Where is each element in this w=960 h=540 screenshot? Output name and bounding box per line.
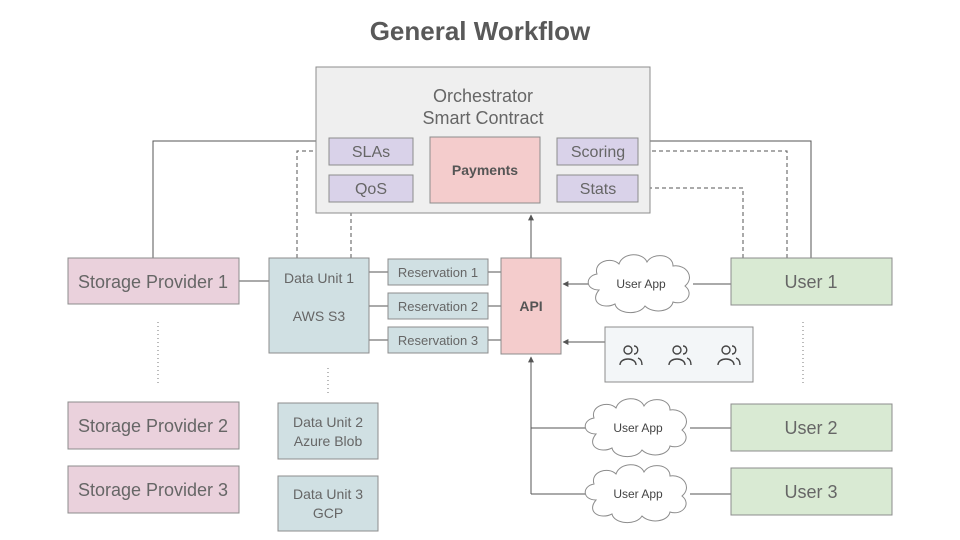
data-unit-3: Data Unit 3 GCP — [277, 475, 379, 532]
svg-text:AWS S3: AWS S3 — [293, 308, 346, 324]
svg-text:API: API — [519, 298, 542, 314]
stats-box: Stats — [556, 174, 639, 203]
svg-text:Stats: Stats — [580, 181, 616, 198]
user-app-cloud-2: User App — [584, 398, 687, 457]
qos-box: QoS — [328, 174, 414, 203]
svg-text:Data Unit 1: Data Unit 1 — [284, 270, 354, 286]
svg-text:Reservation 3: Reservation 3 — [398, 333, 478, 348]
reservation-1: Reservation 1 — [387, 258, 489, 286]
storage-provider-3: Storage Provider 3 — [67, 465, 240, 514]
reservation-2: Reservation 2 — [387, 292, 489, 320]
svg-text:User 3: User 3 — [784, 482, 837, 502]
orchestrator-label: Orchestrator — [433, 86, 533, 106]
svg-text:Reservation 1: Reservation 1 — [398, 265, 478, 280]
svg-text:Reservation 2: Reservation 2 — [398, 299, 478, 314]
user-app-cloud-3: User App — [584, 464, 687, 523]
svg-text:Scoring: Scoring — [571, 144, 625, 161]
svg-text:Storage Provider 1: Storage Provider 1 — [78, 272, 228, 292]
data-unit-2: Data Unit 2 Azure Blob — [277, 402, 379, 460]
svg-text:Storage Provider 2: Storage Provider 2 — [78, 416, 228, 436]
svg-text:User App: User App — [616, 277, 666, 291]
svg-text:User App: User App — [613, 487, 663, 501]
svg-text:Payments: Payments — [452, 162, 518, 178]
user-app-cloud-1: User App — [587, 254, 690, 313]
svg-text:User 1: User 1 — [784, 272, 837, 292]
api-box: API — [500, 257, 562, 355]
svg-text:User App: User App — [613, 421, 663, 435]
svg-text:SLAs: SLAs — [352, 144, 390, 161]
svg-text:Data Unit 2: Data Unit 2 — [293, 414, 363, 430]
user-1: User 1 — [730, 257, 893, 306]
svg-text:Azure Blob: Azure Blob — [294, 433, 363, 449]
diagram-title: General Workflow — [370, 16, 591, 46]
people-group-icon — [668, 345, 692, 366]
reservation-3: Reservation 3 — [387, 326, 489, 354]
svg-text:Data Unit 3: Data Unit 3 — [293, 486, 363, 502]
storage-provider-2: Storage Provider 2 — [67, 401, 240, 450]
storage-provider-1: Storage Provider 1 — [67, 257, 240, 305]
user-2: User 2 — [730, 403, 893, 452]
scoring-box: Scoring — [556, 137, 639, 166]
orchestrator-smart-contract: Orchestrator Smart Contract SLAs QoS Pay… — [315, 66, 651, 214]
connectors — [152, 140, 812, 495]
svg-text:QoS: QoS — [355, 181, 387, 198]
people-group-icon — [717, 345, 741, 366]
payments-box: Payments — [429, 136, 541, 204]
svg-text:GCP: GCP — [313, 505, 343, 521]
slas-box: SLAs — [328, 137, 414, 166]
smart-contract-label: Smart Contract — [422, 108, 543, 128]
data-unit-1: Data Unit 1 AWS S3 — [268, 257, 370, 354]
people-group-icon — [619, 345, 643, 366]
user-3: User 3 — [730, 467, 893, 516]
users-group-box — [604, 326, 754, 383]
svg-text:Storage Provider 3: Storage Provider 3 — [78, 480, 228, 500]
svg-text:User 2: User 2 — [784, 418, 837, 438]
